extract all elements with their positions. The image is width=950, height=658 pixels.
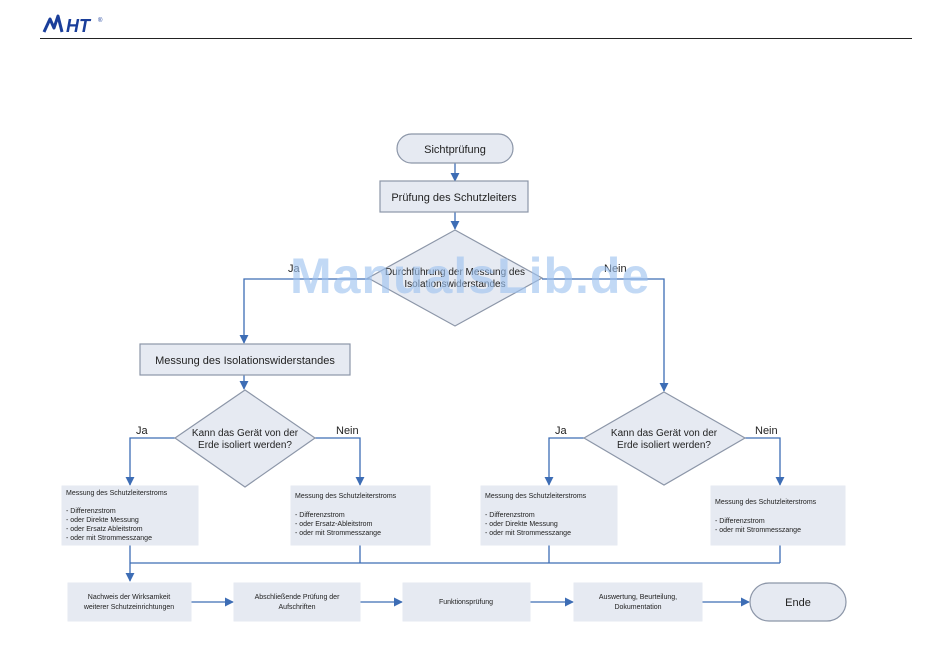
bottom-step-2-line-1: Abschließende Prüfung der [255,594,340,601]
header-rule [40,38,912,39]
start-label: Sichtprüfung [424,144,486,156]
connector-right-yes [544,437,584,486]
label-no-right: Nein [755,425,778,437]
box-3-line-4: - oder Direkte Messung [485,521,558,528]
decision-right-node: Kann das Gerät von der Erde isoliert wer… [582,391,747,486]
label-no-main: Nein [604,263,627,275]
bottom-step-1-line-2: weiterer Schutzeinrichtungen [83,604,174,611]
decision-main-line-1: Durchführung der Messung des [385,267,525,278]
bottom-step-2-line-2: Aufschriften [279,604,316,611]
connectors [125,163,785,607]
connector-right-no [745,437,785,486]
box-1-line-3: - Differenzstrom [66,508,116,515]
box-4-line-3: - Differenzstrom [715,518,765,525]
insulation-measurement-label: Messung des Isolationswiderstandes [155,355,335,367]
protective-conductor-test-label: Prüfung des Schutzleiters [391,192,517,204]
end-node: Ende [749,582,847,622]
logo-registered-mark: ® [98,17,103,24]
logo-text: HT [66,16,92,36]
protective-conductor-test-node: Prüfung des Schutzleiters [379,180,529,213]
bottom-step-2: Abschließende Prüfung der Aufschriften [233,582,361,622]
decision-right-line-2: Erde isoliert werden? [617,440,711,451]
box-2-line-5: - oder mit Strommesszange [295,530,381,537]
box-1-line-4: - oder Direkte Messung [66,517,139,524]
bottom-step-1-line-1: Nachweis der Wirksamkeit [88,594,171,601]
label-yes-main: Ja [288,263,301,275]
connector-decision-no [542,278,669,392]
label-no-left: Nein [336,425,359,437]
decision-left-line-1: Kann das Gerät von der [192,428,299,439]
measurement-box-2: Messung des Schutzleiterstroms - Differe… [290,485,431,546]
measurement-box-3: Messung des Schutzleiterstroms - Differe… [480,485,618,546]
box-3-line-5: - oder mit Strommesszange [485,530,571,537]
measurement-box-4: Messung des Schutzleiterstroms - Differe… [710,485,846,546]
connector-left-yes [125,437,175,486]
decision-right-line-1: Kann das Gerät von der [611,428,718,439]
end-label: Ende [785,597,811,609]
box-3-line-3: - Differenzstrom [485,512,535,519]
box-1-line-6: - oder mit Strommesszange [66,535,152,542]
label-yes-right: Ja [555,425,568,437]
box-2-title: Messung des Schutzleiterstroms [295,493,397,500]
bottom-step-3: Funktionsprüfung [402,582,531,622]
bottom-step-1: Nachweis der Wirksamkeit weiterer Schutz… [67,582,192,622]
box-4-line-4: - oder mit Strommesszange [715,527,801,534]
bottom-step-4-line-1: Auswertung, Beurteilung, [599,594,677,601]
decision-left-node: Kann das Gerät von der Erde isoliert wer… [173,389,317,488]
box-1-title: Messung des Schutzleiterstroms [66,490,168,497]
bottom-step-4-line-2: Dokumentation [614,604,661,611]
connector-decision-yes [239,278,370,344]
ht-logo: HT ® [42,14,106,36]
decision-left-line-2: Erde isoliert werden? [198,440,292,451]
measurement-box-1: Messung des Schutzleiterstroms - Differe… [61,485,199,546]
bottom-step-4: Auswertung, Beurteilung, Dokumentation [573,582,703,622]
box-3-title: Messung des Schutzleiterstroms [485,493,587,500]
bottom-step-3-line-1: Funktionsprüfung [439,599,493,606]
label-yes-left: Ja [136,425,149,437]
box-1-line-5: - oder Ersatz Ableitstrom [66,526,143,533]
box-2-line-3: - Differenzstrom [295,512,345,519]
box-4-title: Messung des Schutzleiterstroms [715,499,817,506]
decision-main-node: Durchführung der Messung des Isolationsw… [366,229,544,327]
start-node: Sichtprüfung [396,133,514,164]
box-2-line-4: - oder Ersatz-Ableitstrom [295,521,373,528]
decision-main-line-2: Isolationswiderstandes [404,279,505,290]
connector-left-no [315,437,365,486]
insulation-measurement-node: Messung des Isolationswiderstandes [139,343,351,376]
